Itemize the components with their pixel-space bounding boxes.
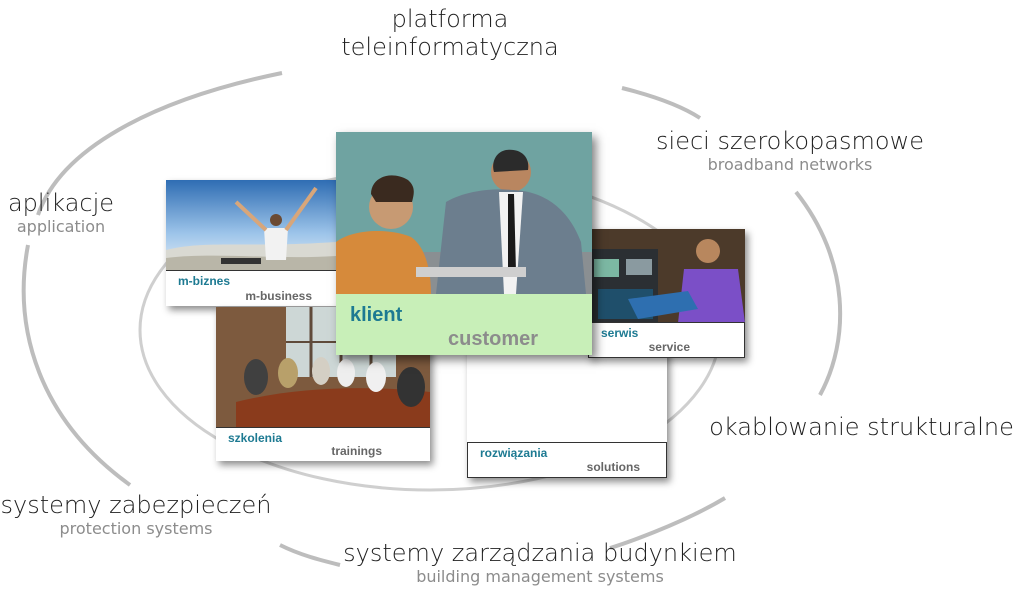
- outer-ring-arc-top-right: [621, 86, 702, 120]
- label-cabling-pl: okablowanie strukturalne: [709, 413, 1014, 441]
- card-solutions: rozwiązania solutions: [467, 345, 667, 478]
- label-application: aplikacje application: [0, 189, 122, 236]
- card-customer-caption: klient customer: [336, 294, 592, 355]
- label-building-en: building management systems: [416, 566, 664, 586]
- label-protection-pl: systemy zabezpieczeń: [0, 491, 272, 519]
- card-trainings-pl: szkolenia: [228, 431, 283, 445]
- outer-ring-arc-bottom-right: [609, 496, 727, 550]
- customer-photo: [336, 132, 592, 294]
- card-m-business-en: m-business: [245, 289, 312, 303]
- card-customer-pl: klient: [350, 304, 403, 326]
- m-business-photo: [166, 180, 336, 270]
- label-broadband: sieci szerokopasmowe broadband networks: [640, 127, 940, 174]
- label-cabling: okablowanie strukturalne: [705, 413, 1018, 442]
- label-broadband-pl: sieci szerokopasmowe: [656, 127, 924, 155]
- card-customer-en: customer: [448, 328, 539, 350]
- label-platform-line2: teleinformatyczna: [341, 32, 559, 61]
- label-broadband-en: broadband networks: [707, 154, 873, 174]
- card-m-business-pl: m-biznes: [178, 274, 231, 288]
- label-protection-en: protection systems: [59, 518, 213, 538]
- label-platform: platforma teleinformatyczna: [330, 5, 570, 61]
- outer-ring-arc-right: [794, 190, 843, 396]
- card-service: serwis service: [588, 229, 745, 358]
- outer-ring-arc-left: [21, 244, 132, 487]
- card-solutions-caption: rozwiązania solutions: [467, 442, 667, 478]
- card-service-caption: serwis service: [588, 322, 745, 358]
- service-photo: [588, 229, 745, 323]
- card-service-en: service: [648, 340, 690, 354]
- label-application-pl: aplikacje: [7, 189, 115, 217]
- card-trainings-en: trainings: [331, 444, 382, 458]
- card-m-business: m-biznes m-business: [166, 180, 336, 306]
- card-solutions-pl: rozwiązania: [480, 446, 548, 460]
- outer-ring-arc-bottom: [279, 543, 341, 567]
- card-solutions-en: solutions: [586, 460, 640, 474]
- label-building-pl: systemy zarządzania budynkiem: [343, 539, 737, 567]
- label-building: systemy zarządzania budynkiem building m…: [335, 539, 745, 586]
- card-m-business-caption: m-biznes m-business: [166, 270, 336, 306]
- card-trainings-caption: szkolenia trainings: [216, 427, 430, 461]
- outer-ring-arc-top-left: [36, 71, 283, 216]
- label-application-en: application: [16, 216, 106, 236]
- card-service-pl: serwis: [601, 326, 639, 340]
- card-customer: klient customer: [336, 132, 592, 355]
- label-protection: systemy zabezpieczeń protection systems: [0, 491, 272, 538]
- label-platform-line1: platforma: [391, 5, 509, 33]
